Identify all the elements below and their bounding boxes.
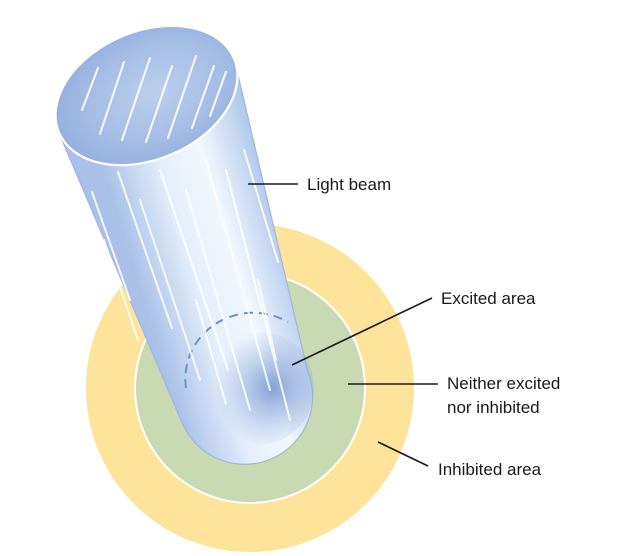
light-beam-top-streaks bbox=[81, 55, 227, 143]
excited-area-label: Excited area bbox=[441, 289, 536, 308]
light-beam-label: Light beam bbox=[307, 175, 391, 194]
inhibited-area-label: Inhibited area bbox=[438, 460, 542, 479]
light-beam-body-streaks bbox=[91, 149, 291, 421]
neither-label-line2: nor inhibited bbox=[447, 398, 540, 417]
light-beam-cylinder bbox=[54, 24, 314, 465]
excited-area-dashed-outline bbox=[184, 311, 289, 389]
light-beam-spot-glow bbox=[210, 332, 314, 444]
neither-label-line1: Neither excited bbox=[447, 374, 560, 393]
excited-area-leader-line bbox=[291, 297, 433, 366]
inhibited-area-leader-line bbox=[377, 441, 429, 467]
